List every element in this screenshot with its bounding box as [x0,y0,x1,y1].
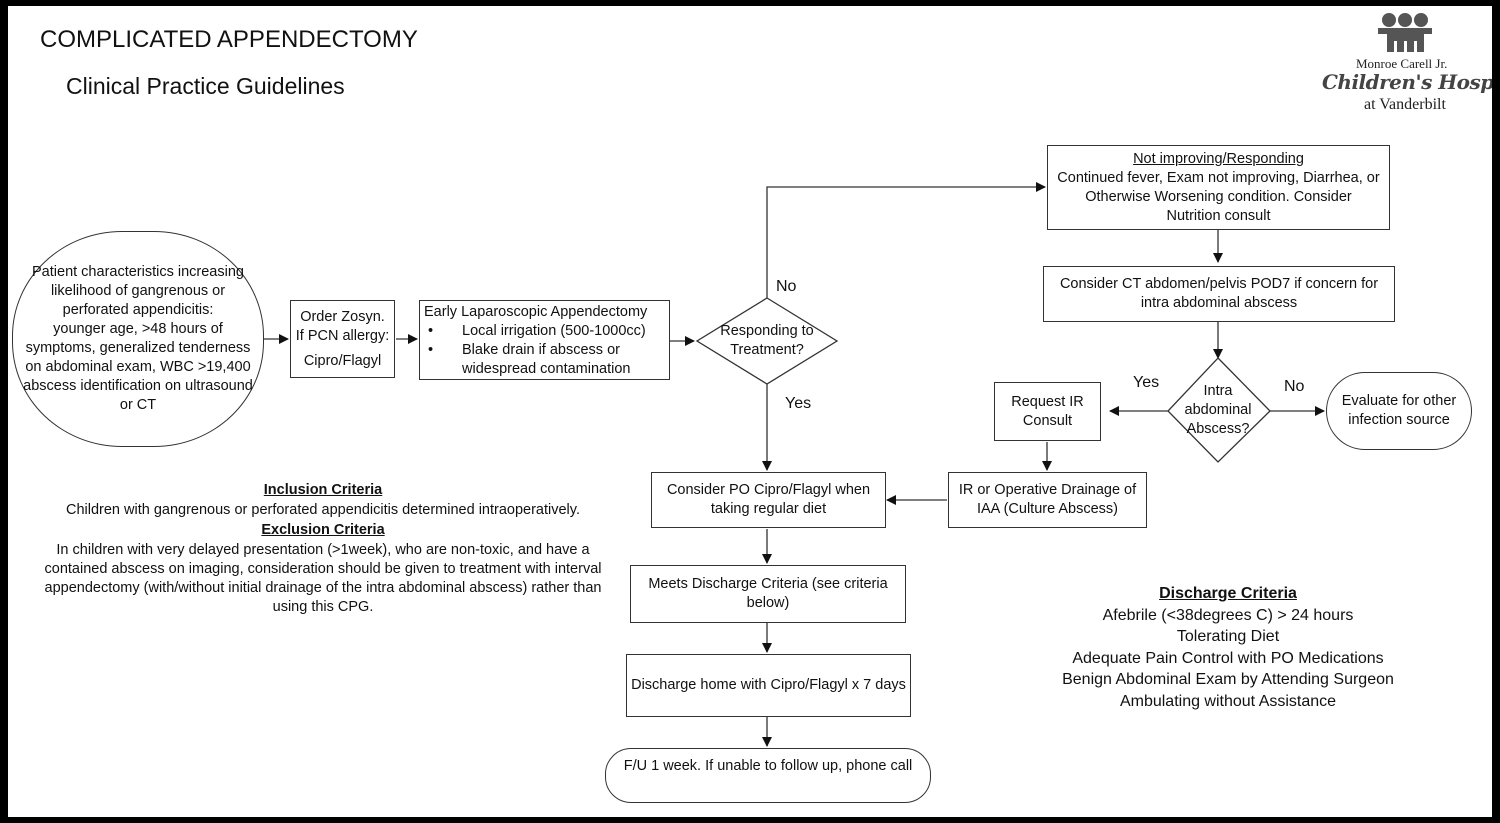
patient-line-4: younger age, >48 hours of [53,321,223,337]
edge-responding-no [766,182,1046,298]
page-title: COMPLICATED APPENDECTOMY [40,26,418,53]
consider-ct-line-2: intra abdominal abscess [1140,295,1298,311]
not-improving-line-3: Nutrition consult [1166,207,1271,224]
discharge-criteria-item-5: Ambulating without Assistance [1119,692,1337,710]
evaluate-infection-node: Evaluate for other infection source [1326,372,1472,450]
discharge-criteria-title: Discharge Criteria [1159,585,1297,602]
request-ir-line-1: Request IR [1011,393,1084,410]
order-line-1: Order Zosyn. [300,308,385,325]
lap-bullet-1: Local irrigation (500-1000cc) [424,322,652,341]
inclusion-text: Children with gangrenous or perforated a… [66,502,580,518]
logo-line-3: at Vanderbilt [1364,96,1446,113]
patient-line-6: on abdominal exam, WBC >19,400 [25,359,251,375]
discharge-home-node: Discharge home with Cipro/Flagyl x 7 day… [626,654,911,717]
discharge-criteria-item-2: Tolerating Diet [1176,628,1280,645]
patient-line-2: likelihood of gangrenous or [50,283,226,299]
meets-discharge-node: Meets Discharge Criteria (see criteria b… [630,565,906,623]
evaluate-line-1: Evaluate for other [1341,393,1457,409]
lap-title: Early Laparoscopic Appendectomy [424,304,648,320]
connector-layer [264,182,1325,747]
order-zosyn-node: Order Zosyn. If PCN allergy: Cipro/Flagy… [290,300,395,378]
consider-ct-line-1: Consider CT abdomen/pelvis POD7 if conce… [1059,276,1379,292]
inclusion-title: Inclusion Criteria [263,482,383,498]
responding-line-1: Responding to [720,323,814,339]
page-subtitle: Clinical Practice Guidelines [66,73,345,99]
label-no-abscess: No [1284,378,1305,395]
consider-ct-node: Consider CT abdomen/pelvis POD7 if conce… [1043,266,1395,322]
abscess-diamond-shape [1167,357,1271,463]
responding-diamond-shape [695,297,839,385]
request-ir-node: Request IR Consult [994,382,1101,441]
criteria-block: Inclusion Criteria Children with gangren… [18,481,628,617]
discharge-criteria-item-4: Benign Abdominal Exam by Attending Surge… [1062,671,1394,688]
label-yes-responding: Yes [785,395,812,412]
logo-line-2: Children's Hospital [1322,70,1492,94]
ir-drainage-line-2: IAA (Culture Abscess) [976,501,1119,517]
exclusion-line-3: appendectomy (with/without initial drain… [44,580,602,596]
not-improving-node: Not improving/Responding Continued fever… [1047,145,1390,230]
abscess-line-1: Intra [1203,383,1233,399]
meets-line-2: below) [746,595,790,611]
exclusion-title: Exclusion Criteria [261,522,385,538]
discharge-home-text: Discharge home with Cipro/Flagyl x 7 day… [631,677,906,693]
abscess-decision: Intra abdominal Abscess? [1168,382,1268,439]
not-improving-line-2: Otherwise Worsening condition. Consider [1085,188,1352,205]
meets-line-1: Meets Discharge Criteria (see criteria [648,576,888,592]
not-improving-line-1: Continued fever, Exam not improving, Dia… [1057,169,1380,186]
abscess-line-2: abdominal [1184,402,1252,418]
label-no-responding: No [776,278,797,295]
request-ir-line-2: Consult [1022,412,1073,429]
lap-bullet-list: Local irrigation (500-1000cc) Blake drai… [424,322,652,379]
patient-line-5: symptoms, generalized tenderness [25,340,251,356]
early-laparoscopic-node: Early Laparoscopic Appendectomy Local ir… [419,300,670,380]
discharge-criteria-block: Discharge Criteria Afebrile (<38degrees … [1018,583,1438,712]
responding-line-2: Treatment? [730,342,804,358]
abscess-line-3: Abscess? [1186,421,1250,437]
followup-node: F/U 1 week. If unable to follow up, phon… [605,748,931,803]
ir-drainage-node: IR or Operative Drainage of IAA (Culture… [948,472,1147,528]
discharge-criteria-item-3: Adequate Pain Control with PO Medication… [1072,649,1384,667]
consider-po-line-1: Consider PO Cipro/Flagyl when [666,482,871,498]
patient-line-8: or CT [119,397,157,413]
discharge-criteria-item-1: Afebrile (<38degrees C) > 24 hours [1102,606,1354,624]
logo-line-1: Monroe Carell Jr. [1356,56,1448,71]
order-line-3: Cipro/Flagyl [303,352,382,369]
flowchart-page: COMPLICATED APPENDECTOMY Clinical Practi… [8,6,1492,817]
exclusion-line-4: using this CPG. [272,599,374,615]
children-figures-icon [1378,13,1432,52]
followup-text: F/U 1 week. If unable to follow up, phon… [623,758,913,774]
not-improving-title: Not improving/Responding [1133,150,1304,167]
consider-po-line-2: taking regular diet [710,501,827,517]
responding-decision: Responding to Treatment? [707,322,827,360]
patient-line-3: perforated appendicitis: [62,302,214,318]
order-line-2: If PCN allergy: [295,327,390,344]
patient-line-7: abscess identification on ultrasound [23,378,253,394]
lap-bullet-2: Blake drain if abscess or widespread con… [424,341,652,379]
consider-po-node: Consider PO Cipro/Flagyl when taking reg… [651,472,886,528]
exclusion-line-2: contained abscess on imaging, considerat… [44,561,602,577]
ir-drainage-line-1: IR or Operative Drainage of [958,482,1137,498]
label-yes-abscess: Yes [1133,374,1160,391]
exclusion-line-1: In children with very delayed presentati… [56,542,590,558]
hospital-logo: Monroe Carell Jr. Children's Hospital at… [1308,10,1492,120]
patient-characteristics-node: Patient characteristics increasing likel… [12,231,264,447]
evaluate-line-2: infection source [1348,412,1450,428]
patient-line-1: Patient characteristics increasing [32,264,244,280]
